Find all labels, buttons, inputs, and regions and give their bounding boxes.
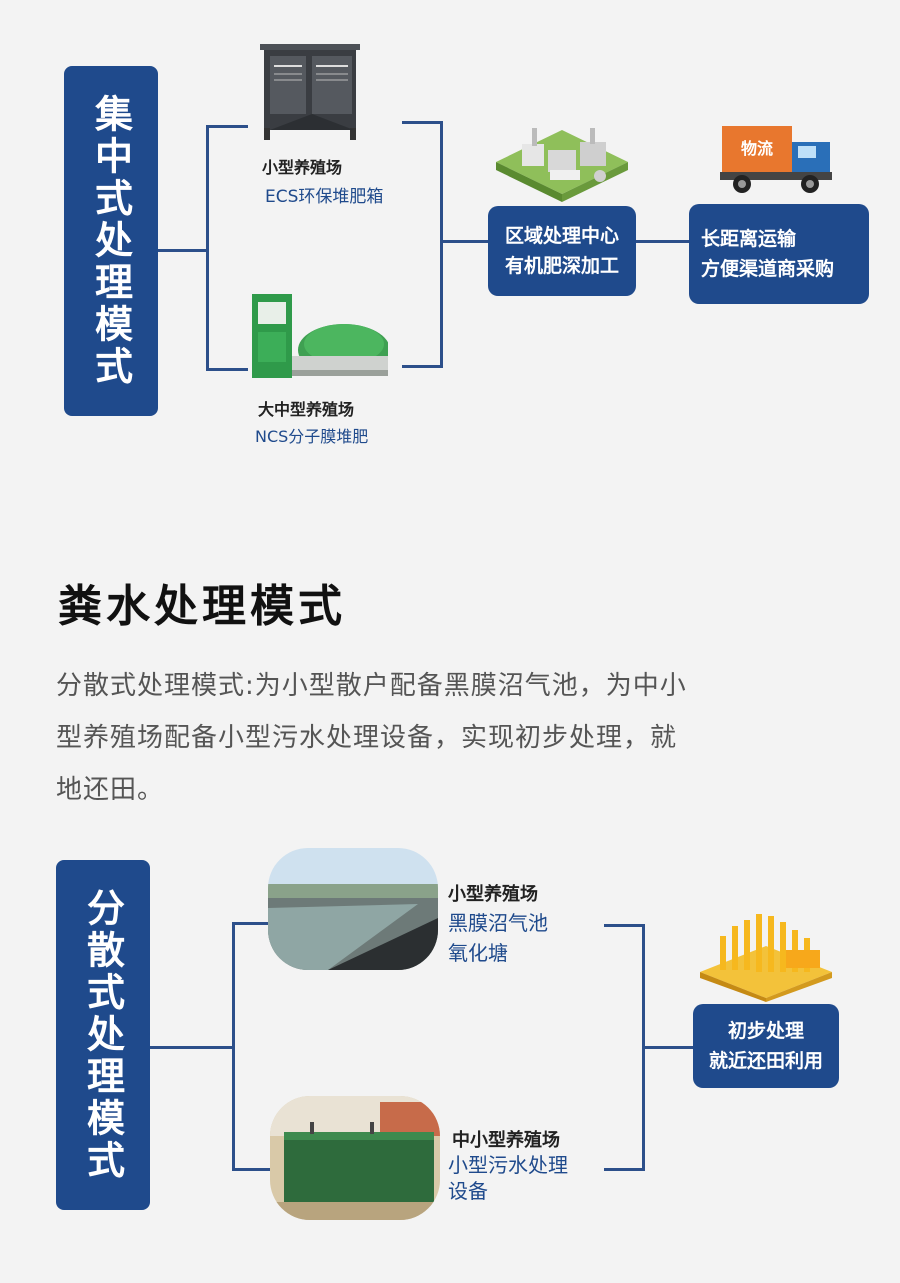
- bottom-item-subtitle: NCS分子膜堆肥: [255, 427, 369, 446]
- field-crop-icon: [696, 906, 836, 1002]
- connector: [402, 121, 442, 124]
- connector: [206, 125, 209, 370]
- black-membrane-pond-photo: [268, 848, 438, 970]
- top-item-line2: 氧化塘: [448, 941, 508, 965]
- factory-icon: [492, 122, 632, 204]
- connector: [604, 924, 644, 927]
- ecs-compost-box-icon: [258, 42, 366, 142]
- connector: [402, 365, 442, 368]
- connector: [206, 368, 248, 371]
- transport-line1: 长距离运输: [701, 228, 797, 250]
- center-line2: 有机肥深加工: [504, 255, 619, 277]
- connector: [604, 1168, 644, 1171]
- connector: [642, 1046, 694, 1049]
- paragraph-line: 型养殖场配备小型污水处理设备，实现初步处理，就: [56, 723, 678, 753]
- connector: [232, 1168, 270, 1171]
- ncs-membrane-compost-icon: [248, 292, 388, 382]
- initial-treatment-box: 初步处理 就近还田利用: [693, 1004, 839, 1088]
- connector: [440, 121, 443, 368]
- truck-text: 物流: [741, 139, 773, 158]
- connector: [440, 240, 490, 243]
- center-line1: 区域处理中心: [504, 225, 619, 247]
- decentralized-mode-label: 分散式处理模式: [56, 860, 150, 1210]
- connector: [232, 922, 235, 1170]
- paragraph-line: 分散式处理模式:为小型散户配备黑膜沼气池，为中小: [56, 671, 687, 701]
- treatment-line2: 就近还田利用: [708, 1050, 823, 1072]
- top-item-subtitle: ECS环保堆肥箱: [265, 187, 384, 207]
- connector: [158, 249, 208, 252]
- transport-line2: 方便渠道商采购: [701, 258, 835, 280]
- section-title: 粪水处理模式: [58, 581, 346, 632]
- centralized-mode-label: 集中式处理模式: [64, 66, 158, 416]
- top-item-line1: 黑膜沼气池: [448, 911, 548, 935]
- bottom-item-title: 中小型养殖场: [452, 1130, 560, 1151]
- bottom-item-title: 大中型养殖场: [258, 400, 355, 419]
- section-paragraph: 分散式处理模式:为小型散户配备黑膜沼气池，为中小 型养殖场配备小型污水处理设备，…: [56, 660, 856, 816]
- connector: [150, 1046, 234, 1049]
- truck-icon: 物流: [718, 122, 836, 198]
- bottom-item-line1: 小型污水处理: [448, 1153, 568, 1177]
- treatment-line1: 初步处理: [727, 1020, 804, 1042]
- transport-box: 长距离运输 方便渠道商采购: [689, 204, 869, 304]
- regional-center-box: 区域处理中心 有机肥深加工: [488, 206, 636, 296]
- connector: [206, 125, 248, 128]
- paragraph-line: 地还田。: [56, 775, 165, 805]
- top-item-title: 小型养殖场: [448, 884, 538, 905]
- top-item-title: 小型养殖场: [262, 158, 343, 177]
- connector: [634, 240, 690, 243]
- connector: [232, 922, 270, 925]
- bottom-item-line2: 设备: [448, 1179, 488, 1203]
- sewage-equipment-photo: [270, 1096, 440, 1220]
